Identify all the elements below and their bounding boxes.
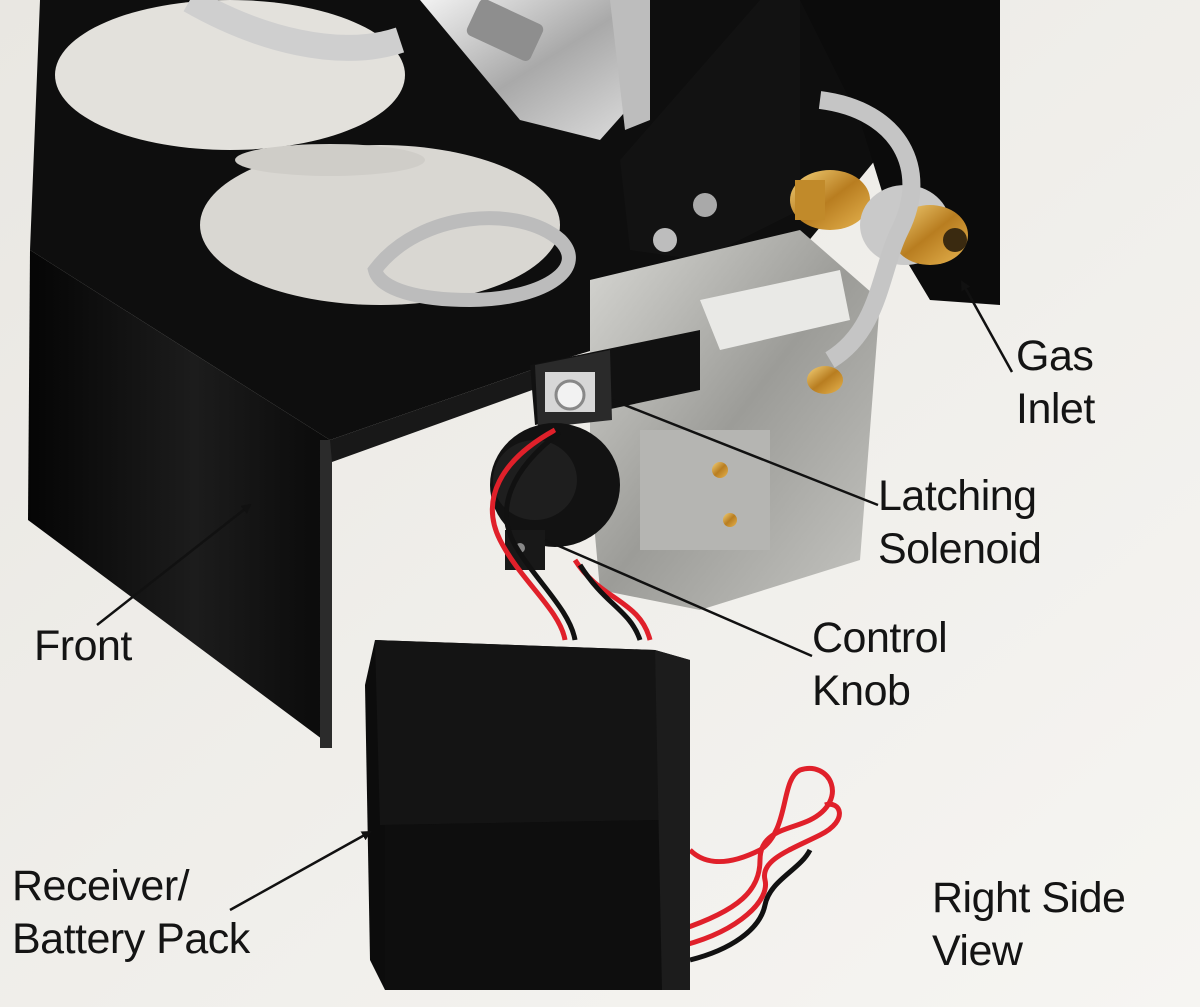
bracket [620, 0, 800, 260]
gas-pipe [818, 91, 921, 368]
label-control-knob-line2: Knob [812, 667, 911, 715]
label-receiver-line2: Battery Pack [12, 915, 250, 963]
label-front: Front [34, 620, 132, 673]
label-right-side-view: Right Side View [932, 872, 1126, 978]
label-latching-solenoid-line1: Latching [878, 472, 1037, 520]
label-receiver-line1: Receiver/ [12, 862, 190, 910]
callout-arrows [96, 280, 1014, 912]
arrow-gas-inlet [960, 280, 1014, 373]
label-view-line2: View [932, 927, 1023, 975]
label-view-line1: Right Side [932, 874, 1126, 922]
receiver-battery-pack [365, 640, 690, 990]
label-control-knob: Control Knob [812, 612, 948, 718]
arrow-receiver [229, 830, 372, 912]
screw [653, 228, 677, 252]
brass-fittings [790, 170, 968, 394]
arrow-latching-solenoid [611, 398, 879, 507]
gas-valve-body [590, 230, 880, 610]
label-control-knob-line1: Control [812, 614, 948, 662]
label-latching-solenoid: Latching Solenoid [878, 470, 1042, 576]
label-front-text: Front [34, 622, 132, 670]
arrow-front [96, 503, 252, 626]
label-gas-inlet-line1: Gas [1016, 332, 1094, 380]
screw [693, 193, 717, 217]
latching-solenoid [530, 330, 700, 428]
label-gas-inlet-line2: Inlet [1016, 385, 1095, 433]
label-latching-solenoid-line2: Solenoid [878, 525, 1042, 573]
front-panel [28, 250, 560, 748]
wires [489, 427, 842, 963]
arrow-control-knob [544, 538, 813, 658]
label-gas-inlet: Gas Inlet [1016, 330, 1095, 436]
label-receiver-battery-pack: Receiver/ Battery Pack [12, 860, 250, 966]
burner-tube [420, 0, 650, 140]
